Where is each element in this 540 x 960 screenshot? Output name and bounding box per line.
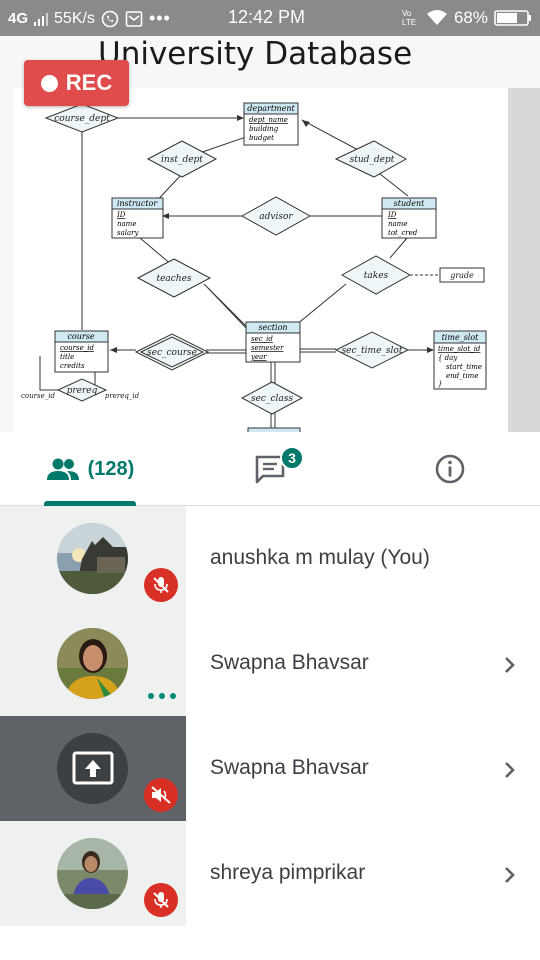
chat-unread-badge: 3 xyxy=(280,446,304,470)
status-bar: 4G 55K/s ••• 12:42 PM Vo LTE 68% xyxy=(0,0,540,36)
participant-name: Swapna Bhavsar xyxy=(210,651,369,674)
participant-row[interactable]: Swapna Bhavsar xyxy=(0,716,540,821)
chevron-right-icon[interactable] xyxy=(500,655,520,675)
recording-badge: REC xyxy=(24,60,129,106)
volume-off-icon xyxy=(144,778,178,812)
chat-icon xyxy=(255,455,285,484)
info-icon xyxy=(435,454,465,484)
entity-department: department dept_name building budget xyxy=(243,102,299,146)
tab-info[interactable] xyxy=(420,432,480,506)
svg-text:course: course xyxy=(67,332,94,341)
svg-text:building: building xyxy=(249,125,279,133)
battery-icon xyxy=(494,10,531,26)
role-prereq-id: prereq_id xyxy=(105,392,140,400)
svg-text:credits: credits xyxy=(60,362,85,370)
svg-text:sec_id: sec_id xyxy=(251,335,273,343)
rel-advisor: advisor xyxy=(259,212,293,222)
svg-text:name: name xyxy=(388,220,407,228)
mic-off-icon xyxy=(144,883,178,917)
clock: 12:42 PM xyxy=(228,7,306,27)
mail-icon xyxy=(125,10,143,27)
svg-text:tot_cred: tot_cred xyxy=(388,229,418,237)
rel-course-dept: course_dept xyxy=(54,114,110,124)
mic-off-icon xyxy=(144,568,178,602)
participant-name: shreya pimprikar xyxy=(210,861,366,884)
svg-text:title: title xyxy=(60,353,74,361)
speaking-indicator xyxy=(148,693,176,699)
participant-name: anushka m mulay (You) xyxy=(210,546,430,569)
people-count: (128) xyxy=(87,457,135,480)
svg-text:time_slot_id: time_slot_id xyxy=(438,345,481,353)
avatar xyxy=(57,523,128,594)
participant-list: anushka m mulay (You) Swapna Bhavsar xyxy=(0,506,540,926)
rel-sec-class: sec_class xyxy=(251,394,293,404)
avatar xyxy=(57,628,128,699)
svg-text:name: name xyxy=(117,220,136,228)
rel-stud-dept: stud_dept xyxy=(350,155,395,165)
participant-tile xyxy=(0,506,186,611)
recording-label: REC xyxy=(65,70,113,95)
network-speed: 55K/s xyxy=(54,9,95,27)
svg-text:dept_name: dept_name xyxy=(249,116,288,124)
avatar xyxy=(57,838,128,909)
volte-indicator: Vo LTE xyxy=(401,9,417,27)
participant-row[interactable]: shreya pimprikar xyxy=(0,821,540,926)
svg-text:ID: ID xyxy=(116,211,126,219)
slide-title: University Database xyxy=(98,36,413,72)
participant-tile xyxy=(0,821,186,926)
tab-chat[interactable]: 3 xyxy=(240,432,304,506)
entity-student: student ID name tot_cred xyxy=(381,197,437,239)
participant-name: Swapna Bhavsar xyxy=(210,756,369,779)
svg-text:salary: salary xyxy=(117,229,140,237)
svg-text:start_time: start_time xyxy=(446,363,482,371)
er-diagram: course_dept inst_dept stud_dept advisor … xyxy=(21,102,487,432)
svg-text:time_slot: time_slot xyxy=(442,333,480,342)
more-notifications-icon: ••• xyxy=(148,8,171,28)
active-tab-indicator xyxy=(44,501,136,506)
slide-edge xyxy=(508,88,540,432)
svg-text:}: } xyxy=(438,380,442,388)
rel-prereq: prereq xyxy=(67,386,98,396)
svg-text:ID: ID xyxy=(387,211,397,219)
svg-text:end_time: end_time xyxy=(446,372,478,380)
rel-sec-course: sec_course xyxy=(147,348,197,358)
participant-row[interactable]: anushka m mulay (You) xyxy=(0,506,540,611)
attr-grade: grade xyxy=(450,271,474,280)
rel-takes: takes xyxy=(364,271,389,281)
signal-icon xyxy=(34,12,49,26)
svg-text:department: department xyxy=(247,104,295,113)
svg-text:year: year xyxy=(250,353,267,361)
entity-section: section sec_id semester year xyxy=(245,321,301,363)
svg-text:semester: semester xyxy=(251,344,284,352)
rel-inst-dept: inst_dept xyxy=(161,155,203,165)
chevron-right-icon[interactable] xyxy=(500,865,520,885)
entity-course: course course_id title credits xyxy=(54,330,109,373)
entity-instructor: instructor ID name salary xyxy=(111,197,164,239)
network-type: 4G xyxy=(8,10,29,27)
tab-bar: (128) 3 xyxy=(0,432,540,506)
wifi-icon xyxy=(426,10,447,25)
record-dot-icon xyxy=(40,74,58,92)
svg-text:section: section xyxy=(258,323,287,332)
shared-screen[interactable]: University Database xyxy=(0,36,540,432)
present-screen-icon xyxy=(72,751,113,784)
participant-tile xyxy=(0,716,186,821)
svg-text:course_id: course_id xyxy=(60,344,94,352)
chevron-right-icon[interactable] xyxy=(500,760,520,780)
people-icon xyxy=(46,458,79,480)
participant-tile xyxy=(0,611,186,716)
rel-teaches: teaches xyxy=(156,274,191,284)
battery-percent: 68% xyxy=(453,8,488,27)
presentation-avatar xyxy=(57,733,128,804)
whatsapp-icon xyxy=(101,10,119,27)
tab-people[interactable]: (128) xyxy=(30,432,150,506)
svg-text:budget: budget xyxy=(249,134,274,142)
rel-sec-time-slot: sec_time_slot xyxy=(342,346,403,356)
role-course-id: course_id xyxy=(21,392,55,400)
svg-text:{ day: { day xyxy=(438,354,458,362)
svg-text:instructor: instructor xyxy=(117,199,159,208)
participant-row[interactable]: Swapna Bhavsar xyxy=(0,611,540,716)
svg-text:student: student xyxy=(394,199,425,208)
entity-time-slot: time_slot time_slot_id { day start_time … xyxy=(433,330,487,390)
